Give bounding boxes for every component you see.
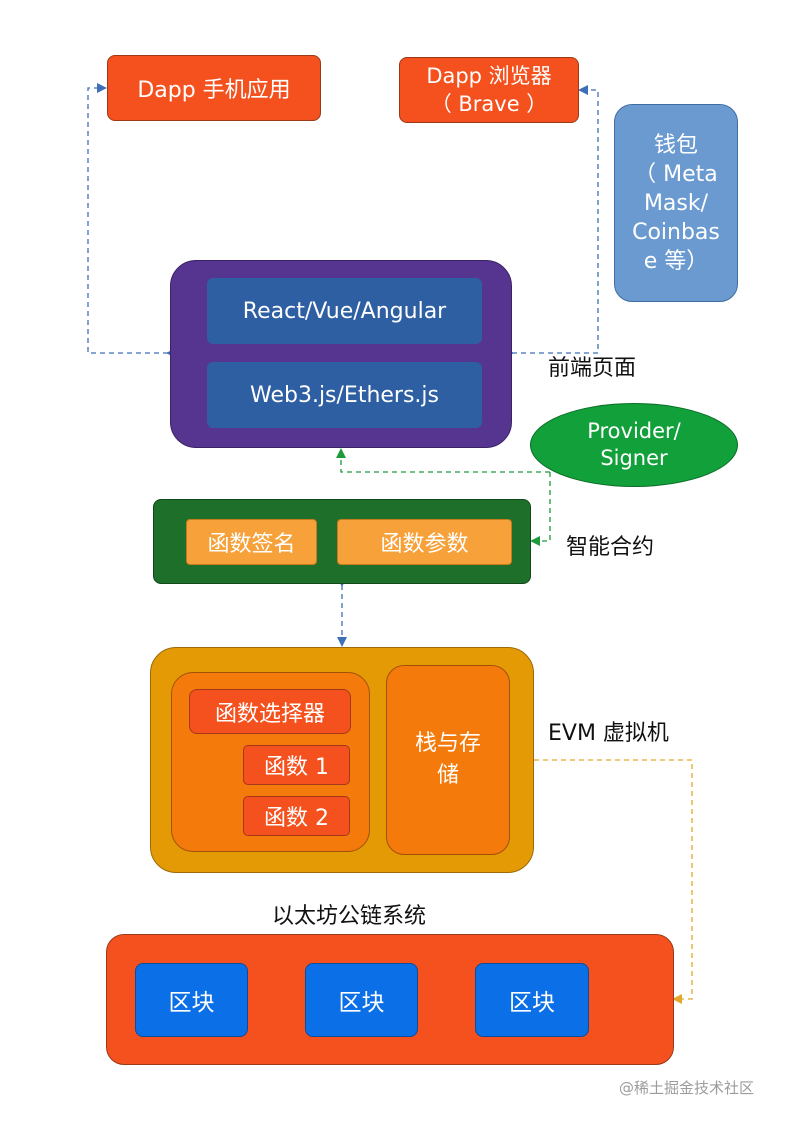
edge-evm-chain	[526, 755, 693, 1004]
frontend-framework-box: React/Vue/Angular	[207, 278, 482, 344]
stack-storage-box: 栈与存 储	[386, 665, 510, 855]
dapp-mobile-app-box: Dapp 手机应用	[107, 55, 321, 121]
function-selector-box: 函数选择器	[189, 689, 351, 734]
function-2-label: 函数 2	[264, 806, 329, 831]
function-1-label: 函数 1	[264, 755, 329, 780]
web3-library-label: Web3.js/Ethers.js	[249, 382, 440, 408]
stack-storage-label: 栈与存 储	[414, 731, 481, 788]
frontend-label: 前端页面	[548, 356, 637, 381]
provider-signer-label: Provider/ Signer	[587, 419, 681, 470]
block-2-box: 区块	[305, 963, 418, 1037]
block-3-label: 区块	[509, 990, 555, 1016]
web3-library-box: Web3.js/Ethers.js	[207, 362, 482, 428]
function-1-box: 函数 1	[243, 745, 350, 785]
block-1-box: 区块	[135, 963, 248, 1037]
wallet-box: 钱包 （ Meta Mask/ Coinbas e 等）	[614, 104, 738, 302]
function-params-label: 函数参数	[380, 532, 469, 557]
provider-signer-ellipse: Provider/ Signer	[530, 403, 738, 487]
block-1-label: 区块	[168, 990, 215, 1016]
function-selector-label: 函数选择器	[214, 701, 325, 727]
dapp-browser-label: Dapp 浏览器 （ Brave ）	[426, 64, 552, 116]
function-signature-label: 函数签名	[207, 532, 296, 557]
function-params-box: 函数参数	[337, 519, 512, 565]
dapp-mobile-app-label: Dapp 手机应用	[137, 78, 291, 103]
edge-provider-contract	[530, 472, 551, 546]
edge-frontend-browser	[504, 85, 599, 358]
evm-label: EVM 虚拟机	[548, 721, 669, 746]
edge-frontend-mobile-app	[87, 83, 176, 358]
function-signature-box: 函数签名	[186, 519, 317, 565]
chain-label: 以太坊公链系统	[272, 904, 427, 929]
block-3-box: 区块	[475, 963, 589, 1037]
wallet-label: 钱包 （ Meta Mask/ Coinbas e 等）	[632, 132, 720, 274]
block-2-label: 区块	[338, 990, 385, 1016]
function-2-box: 函数 2	[243, 796, 350, 836]
watermark: @稀土掘金技术社区	[619, 1079, 755, 1097]
frontend-framework-label: React/Vue/Angular	[242, 298, 447, 324]
smart-contract-label: 智能合约	[566, 535, 655, 560]
dapp-browser-box: Dapp 浏览器 （ Brave ）	[399, 57, 579, 123]
edge-provider-frontend	[336, 448, 550, 473]
